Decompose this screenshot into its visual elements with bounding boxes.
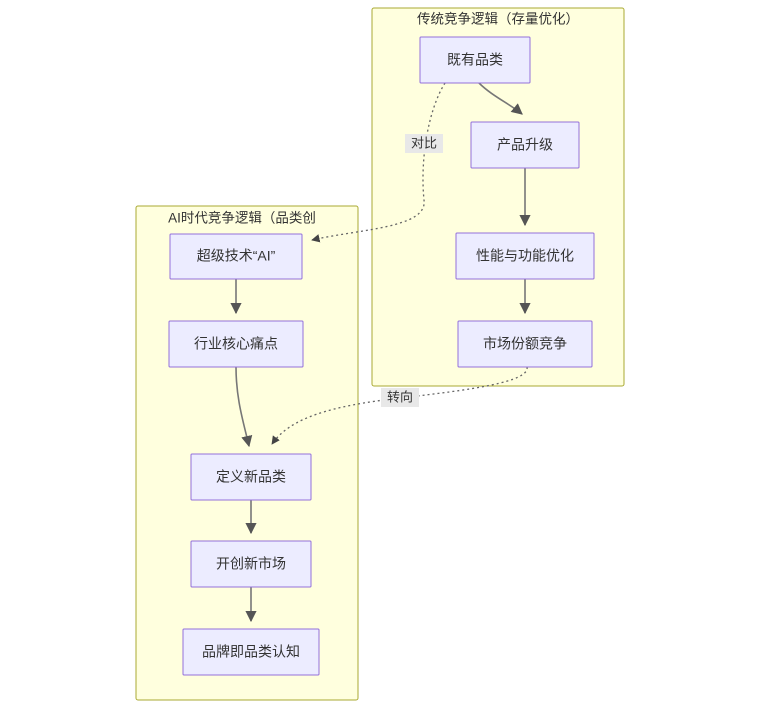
node-market-share-competition-box[interactable] xyxy=(457,320,593,368)
node-industry-core-pain-label: 行业核心痛点 xyxy=(194,336,278,352)
node-industry-core-pain[interactable]: 行业核心痛点 xyxy=(168,320,304,368)
cluster-ai-title-clip: AI时代竞争逻辑（品类创 xyxy=(168,210,316,226)
node-brand-is-category-label: 品牌即品类认知 xyxy=(202,644,300,660)
node-brand-is-category-box[interactable] xyxy=(182,628,320,676)
node-super-technology-ai-box[interactable] xyxy=(169,233,303,280)
node-define-new-category-box[interactable] xyxy=(190,453,312,501)
node-performance-optimization[interactable]: 性能与功能优化 xyxy=(455,232,595,280)
node-define-new-category-label: 定义新品类 xyxy=(216,469,286,485)
node-super-technology-ai-label: 超级技术“AI” xyxy=(197,248,276,264)
edge-pain-to-define-category xyxy=(235,366,253,448)
cluster-traditional-title: 传统竞争逻辑（存量优化） xyxy=(417,11,579,27)
cluster-traditional: 传统竞争逻辑（存量优化） xyxy=(371,7,625,387)
edge-label-pivot-bg xyxy=(381,388,419,407)
node-market-share-competition[interactable]: 市场份额竞争 xyxy=(457,320,593,368)
node-create-new-market-label: 开创新市场 xyxy=(216,556,286,572)
cluster-ai-box xyxy=(135,205,359,701)
node-product-upgrade-box[interactable] xyxy=(470,121,580,169)
node-define-new-category[interactable]: 定义新品类 xyxy=(190,453,312,501)
node-performance-optimization-label: 性能与功能优化 xyxy=(476,248,574,264)
node-create-new-market[interactable]: 开创新市场 xyxy=(190,540,312,588)
node-industry-core-pain-box[interactable] xyxy=(168,320,304,368)
node-product-upgrade[interactable]: 产品升级 xyxy=(470,121,580,169)
edge-label-compare: 对比 xyxy=(411,135,437,150)
cluster-ai-title: AI时代竞争逻辑（品类创 xyxy=(168,210,316,226)
edge-market-share-to-define-category: 转向 xyxy=(271,366,528,445)
cluster-ai: AI时代竞争逻辑（品类创 xyxy=(135,205,359,701)
node-super-technology-ai[interactable]: 超级技术“AI” xyxy=(169,233,303,280)
node-brand-is-category[interactable]: 品牌即品类认知 xyxy=(182,628,320,676)
edge-label-compare-bg xyxy=(405,134,443,153)
edge-existing-to-upgrade xyxy=(478,82,523,115)
cluster-traditional-box xyxy=(371,7,625,387)
node-existing-category-box[interactable] xyxy=(419,36,531,84)
node-existing-category-label: 既有品类 xyxy=(447,52,503,68)
node-create-new-market-box[interactable] xyxy=(190,540,312,588)
node-performance-optimization-box[interactable] xyxy=(455,232,595,280)
node-existing-category[interactable]: 既有品类 xyxy=(419,36,531,84)
node-product-upgrade-label: 产品升级 xyxy=(497,137,553,153)
edge-existing-to-super-tech: 对比 xyxy=(311,82,446,243)
node-market-share-competition-label: 市场份额竞争 xyxy=(483,336,567,352)
edge-label-pivot: 转向 xyxy=(387,389,413,404)
